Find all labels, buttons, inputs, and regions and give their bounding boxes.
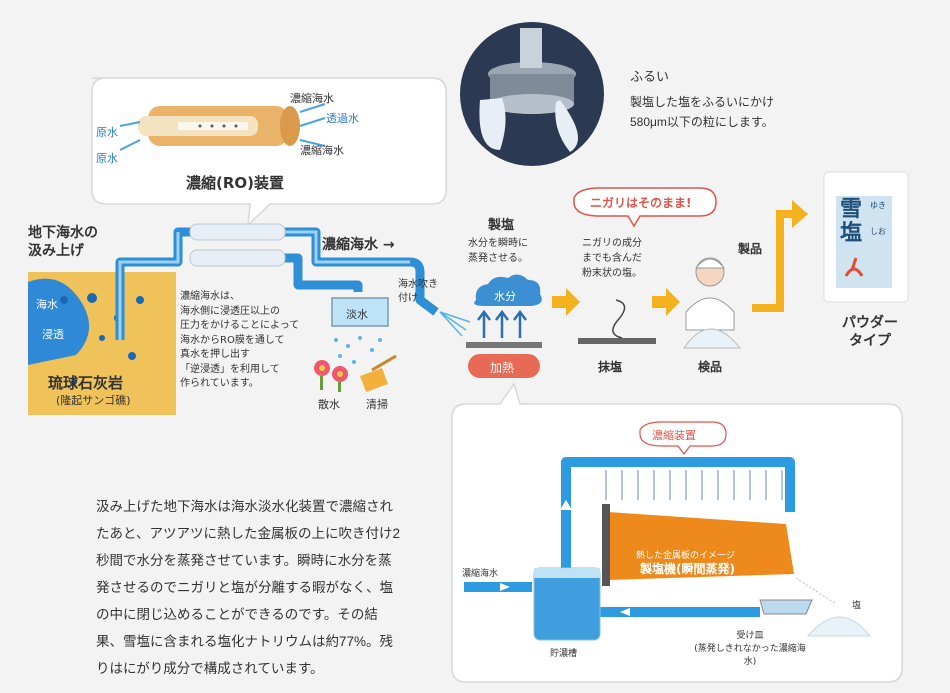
salt-making-title: 製塩	[488, 218, 515, 233]
pump-title: 地下海水の 汲み上げ	[28, 224, 98, 260]
storage-tank	[533, 567, 601, 641]
hot-plate	[466, 342, 542, 348]
description-line: りはにがり成分で構成されています。	[96, 661, 324, 676]
salt-label: 塩	[852, 601, 862, 611]
plate-note: 熱した金属板のイメージ	[636, 551, 735, 561]
seep-label: 浸透	[42, 328, 64, 341]
flow-arrows	[500, 500, 630, 616]
ro-note-line: 作られています。	[180, 378, 259, 389]
moisture-cloud	[474, 274, 542, 306]
ro-unit	[189, 223, 286, 267]
spray-label: 海水吹き付け	[398, 279, 438, 304]
ro-out-bottom-label: 濃縮海水	[300, 144, 344, 157]
spray-lines	[439, 311, 471, 337]
ro-note-line: 「逆浸透」を利用して	[180, 363, 280, 375]
ro-out-mid-label: 透過水	[326, 112, 359, 125]
nigari-desc-line-3: 粉末状の塩。	[582, 268, 642, 279]
nigari-desc-line-2: までも含んだ	[582, 253, 642, 264]
receiving-tray	[759, 599, 813, 615]
tray-label-line-1: 受け皿	[736, 631, 764, 641]
ro-note: 濃縮海水は、 海水側に浸透圧以上の 圧力をかけることによって 海水からRO膜を通…	[180, 290, 320, 392]
ro-in-top-label: 原水	[96, 126, 118, 139]
tank-label: 貯濃槽	[550, 649, 578, 659]
concentrated-seawater-text: 濃縮海水	[322, 237, 378, 253]
ro-note-line: 濃縮海水は、	[180, 291, 240, 302]
ro-note-line: 真水を押し出す	[180, 349, 250, 360]
broom-illustration	[360, 354, 397, 392]
ro-device-label: 濃縮(RO)装置	[186, 174, 285, 192]
product-label: 製品	[738, 242, 763, 256]
pump-title-line-1: 地下海水の	[28, 225, 98, 241]
sprinkle-label: 散水	[318, 398, 340, 411]
sieve-desc-line-1: 製塩した塩をふるいにかけ	[630, 95, 775, 109]
description-line: の中に閉じ込めることができるのです。その結	[96, 607, 378, 622]
description-line: 果、雪塩に含まれる塩化ナトリウムは約77%。残	[96, 634, 394, 649]
orange-arrows	[552, 200, 808, 316]
description-line: 秒間で水分を蒸発させています。瞬時に水分を蒸	[96, 553, 392, 568]
spray-nozzles	[605, 470, 783, 500]
tray-label: 受け皿 (蒸発しきれなかった濃縮海水)	[690, 630, 810, 669]
limestone-sublabel: (隆起サンゴ礁)	[56, 394, 131, 407]
moisture-label: 水分	[494, 290, 516, 303]
ro-note-line: 圧力をかけることによって	[180, 320, 300, 331]
ro-in-bottom-label: 原水	[96, 152, 118, 165]
powder-type-line-2: タイプ	[849, 333, 891, 349]
powder-type-line-1: パウダー	[842, 315, 898, 331]
salt-desc-line-2: 蒸発させる。	[468, 253, 528, 264]
powder-type-label: パウダー タイプ	[832, 314, 908, 350]
package-reading-1: ゆき	[870, 201, 886, 210]
inspector-illustration	[683, 257, 742, 349]
concentrator-inlet-label: 濃縮海水	[462, 569, 499, 579]
ro-out-top-label: 濃縮海水	[290, 92, 334, 105]
sieve-title: ふるい	[630, 69, 670, 84]
ro-note-line: 海水側に浸透圧以上の	[180, 305, 280, 317]
steam-arrows	[477, 309, 527, 338]
heat-badge	[468, 354, 540, 378]
limestone-label: 琉球石灰岩	[48, 374, 124, 392]
powder-plate	[578, 338, 656, 344]
groundwater-area	[28, 278, 90, 365]
description-line: 汲み上げた地下海水は海水淡水化装置で濃縮され	[96, 499, 393, 514]
description-line: 発させるのでニガリと塩が分離する暇がなく、塩	[96, 580, 393, 595]
hot-metal-plate	[608, 512, 794, 580]
product-package	[823, 171, 909, 303]
furnace-label: 製塩機(瞬間蒸発)	[640, 562, 735, 576]
ro-note-line: 海水からRO膜を通して	[180, 334, 285, 346]
stir-tool	[612, 299, 626, 339]
furnace-frame	[602, 504, 610, 586]
ro-membrane-illustration	[119, 103, 326, 151]
concentrated-seawater-label: 濃縮海水 →	[322, 234, 395, 254]
clean-label: 清掃	[366, 398, 388, 411]
concentrator-title: 濃縮装置	[652, 429, 696, 442]
salt-making-desc: 水分を瞬時に 蒸発させる。	[468, 236, 528, 266]
sieve-photo	[460, 22, 604, 166]
sieve-desc: 製塩した塩をふるいにかけ 580μm以下の粒にします。	[630, 92, 774, 132]
fresh-water-label: 淡水	[346, 308, 368, 321]
ro-detail-bubble	[91, 77, 447, 227]
fresh-water-tank	[331, 297, 389, 327]
seawater-label: 海水	[36, 298, 58, 311]
sieve-desc-line-2: 580μm以下の粒にします。	[630, 115, 774, 129]
flower-illustration	[314, 360, 348, 392]
heat-label: 加熱	[490, 361, 515, 375]
pump-title-line-2: 汲み上げ	[28, 243, 84, 259]
concentrator-callout	[639, 421, 727, 455]
inspect-label: 検品	[698, 360, 723, 374]
water-splash	[334, 336, 382, 364]
arrow-right-icon: →	[382, 237, 395, 253]
nigari-callout-text: ニガリはそのまま!	[590, 196, 692, 210]
nigari-desc-line-1: ニガリの成分	[582, 238, 642, 249]
salt-desc-line-1: 水分を瞬時に	[468, 238, 528, 249]
description-line: たあと、アツアツに熱した金属板の上に吹き付け2	[96, 526, 400, 541]
description-text: 汲み上げた地下海水は海水淡水化装置で濃縮され たあと、アツアツに熱した金属板の上…	[96, 493, 426, 682]
salt-pile	[806, 616, 872, 637]
nigari-callout	[573, 187, 717, 228]
package-brand: 雪塩	[840, 197, 863, 246]
package-reading-2: しお	[870, 227, 886, 236]
tray-label-line-2: (蒸発しきれなかった濃縮海水)	[694, 644, 806, 667]
stir-label: 抹塩	[598, 360, 623, 374]
pipe-highlights	[118, 230, 410, 340]
nigari-desc: ニガリの成分 までも含んだ 粉末状の塩。	[582, 236, 642, 281]
